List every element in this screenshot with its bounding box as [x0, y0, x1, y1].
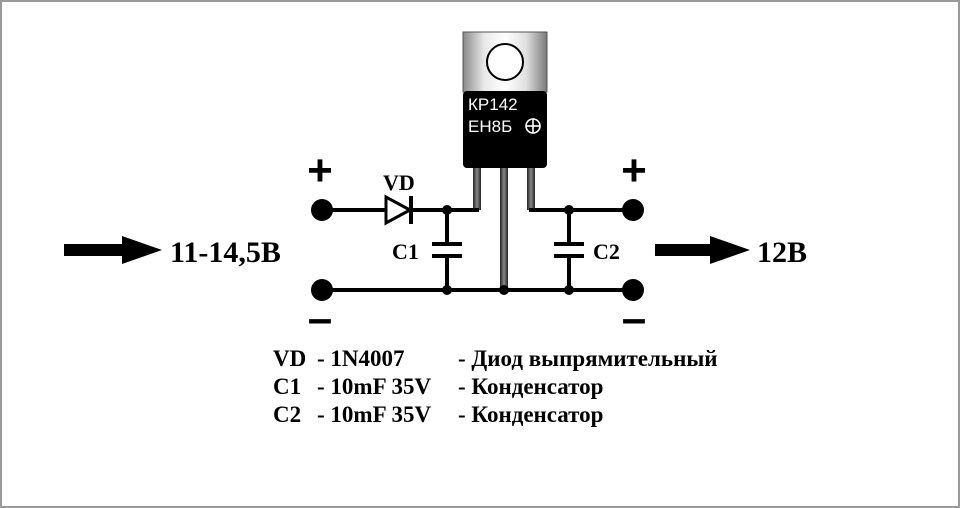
- output-arrow-icon: [655, 236, 750, 264]
- output-minus-terminal: [622, 279, 644, 301]
- component-legend: VD- 1N4007- Диод выпрямительный C1- 10mF…: [273, 346, 718, 427]
- mounting-hole: [486, 43, 524, 81]
- output-terminals: + –: [621, 146, 647, 343]
- input-plus-sign: +: [307, 146, 333, 195]
- output-plus-terminal: [622, 199, 644, 221]
- regulator-legs: [473, 166, 535, 290]
- regulator-body: [463, 91, 547, 168]
- output-plus-sign: +: [621, 146, 647, 195]
- capacitor-c2: C2: [554, 239, 620, 264]
- input-plus-terminal: [311, 199, 333, 221]
- input-voltage-label: 11-14,5В: [170, 236, 281, 269]
- regulator-label-line2: ЕН8Б: [468, 117, 512, 136]
- legend-row: VD- 1N4007- Диод выпрямительный: [273, 346, 718, 371]
- output-voltage-label: 12В: [757, 236, 807, 269]
- legend-row: C2- 10mF 35V- Конденсатор: [273, 402, 603, 427]
- input-arrow-icon: [64, 236, 162, 264]
- label-c2: C2: [593, 239, 620, 264]
- label-vd: VD: [383, 170, 415, 195]
- input-minus-terminal: [311, 279, 333, 301]
- input-minus-sign: –: [308, 294, 332, 343]
- junction-dots: [442, 205, 574, 295]
- input-terminals: + –: [307, 146, 333, 343]
- regulator-label-line1: КР142: [468, 95, 518, 114]
- crosshair-icon: [525, 118, 541, 134]
- diode-vd: VD: [383, 170, 415, 226]
- label-c1: C1: [392, 239, 419, 264]
- capacitor-c1: C1: [392, 239, 462, 264]
- voltage-regulator: КР142 ЕН8Б: [462, 31, 548, 168]
- output-minus-sign: –: [622, 294, 646, 343]
- legend-row: C1- 10mF 35V- Конденсатор: [273, 374, 603, 399]
